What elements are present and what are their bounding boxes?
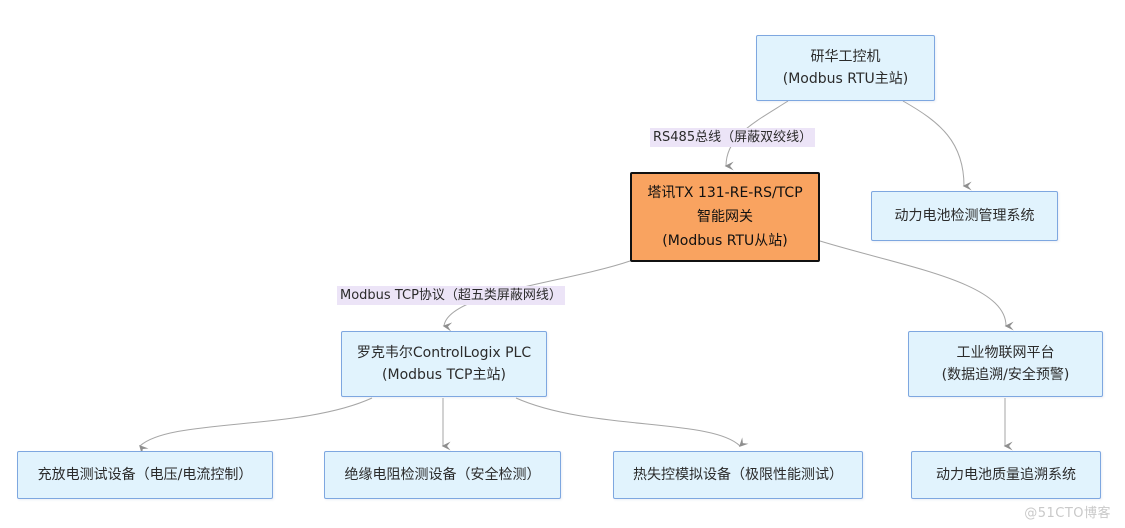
node-label-line: 智能网关 (697, 209, 753, 225)
edge-plc-charge (139, 397, 373, 455)
edge-label-rs485: RS485总线（屏蔽双绞线） (650, 128, 816, 147)
node-label-line: (数据追溯/安全预警) (941, 367, 1070, 383)
node-thermal-runaway-simulator: 热失控模拟设备（极限性能测试） (613, 451, 863, 499)
node-label-line: 研华工控机 (810, 49, 881, 65)
node-label-line: (Modbus RTU从站) (662, 233, 788, 249)
node-battery-detection-mgmt: 动力电池检测管理系统 (871, 191, 1058, 241)
node-gateway: 塔讯TX 131-RE-RS/TCP 智能网关 (Modbus RTU从站) (630, 172, 820, 262)
node-label-line: 动力电池检测管理系统 (894, 208, 1035, 224)
edge-plc-thermal (515, 397, 749, 447)
node-label-line: (Modbus TCP主站) (382, 367, 506, 383)
node-plc: 罗克韦尔ControlLogix PLC (Modbus TCP主站) (341, 331, 547, 397)
edge-label-modbus-tcp: Modbus TCP协议（超五类屏蔽网线） (337, 286, 565, 305)
node-label-line: 充放电测试设备（电压/电流控制） (37, 467, 253, 483)
edge-gateway-iot (819, 240, 1014, 331)
node-iiot-platform: 工业物联网平台 (数据追溯/安全预警) (908, 331, 1103, 397)
watermark-51cto: @51CTO博客 (1024, 506, 1111, 521)
node-label-line: (Modbus RTU主站) (782, 71, 909, 87)
node-charge-discharge-tester: 充放电测试设备（电压/电流控制） (17, 451, 273, 499)
node-label-line: 热失控模拟设备（极限性能测试） (633, 467, 843, 483)
node-label-line: 动力电池质量追溯系统 (936, 467, 1076, 483)
node-label-line: 绝缘电阻检测设备（安全检测） (344, 467, 541, 483)
node-label-line: 塔讯TX 131-RE-RS/TCP (647, 185, 803, 201)
node-battery-traceability: 动力电池质量追溯系统 (911, 451, 1101, 499)
node-label-line: 工业物联网平台 (956, 345, 1055, 361)
node-industrial-pc: 研华工控机 (Modbus RTU主站) (756, 35, 935, 101)
node-label-line: 罗克韦尔ControlLogix PLC (356, 345, 532, 361)
node-insulation-tester: 绝缘电阻检测设备（安全检测） (324, 451, 561, 499)
edge-ipc-battery-mgmt (902, 100, 972, 191)
